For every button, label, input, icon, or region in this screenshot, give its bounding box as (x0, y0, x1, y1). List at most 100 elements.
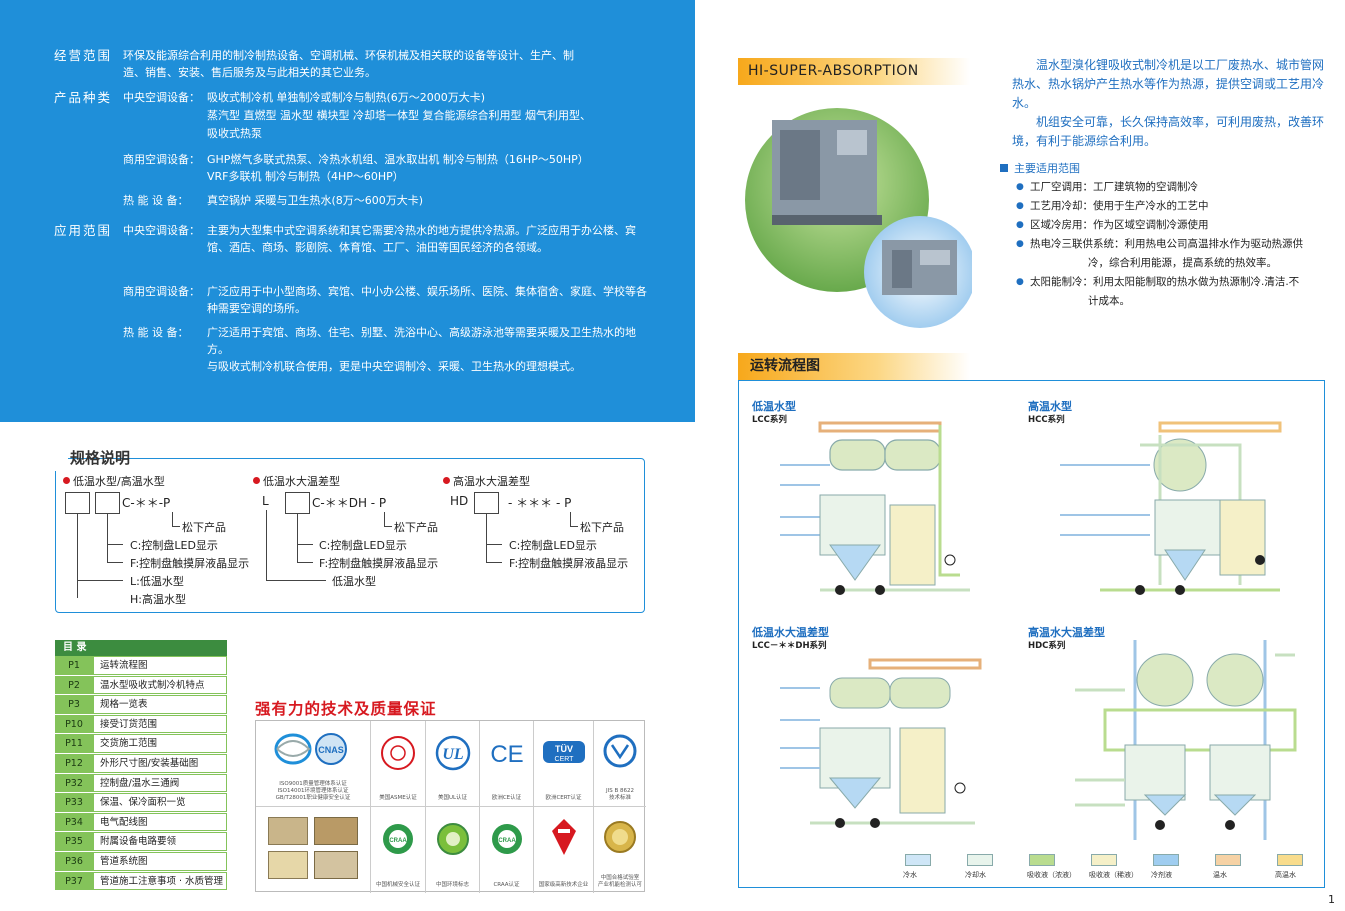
spec-g3-p: 松下产品 (580, 521, 624, 534)
toc-title: 附属设备电路要领 (93, 832, 227, 851)
toc-title: 保温、保冷面积一览 (93, 793, 227, 812)
diagram-4-title: 高温水大温差型 (1028, 626, 1105, 639)
products-label: 产品种类 (54, 90, 113, 105)
asme-stamp-icon (381, 736, 415, 770)
legend-label: 高温水 (1275, 871, 1296, 879)
spec-group-3-title: 高温水大温差型 (443, 473, 530, 489)
legend-swatch (905, 854, 931, 866)
toc-title: 管道系统图 (93, 851, 227, 871)
scope-label: 经营范围 (54, 48, 113, 63)
award-plaque-icon (314, 817, 358, 845)
scope-item-text: 热电冷三联供系统：利用热电公司高温排水作为驱动热源供 (1030, 238, 1303, 250)
lab-seal-icon (604, 821, 636, 853)
tuv-cert-icon: TÜV CERT (543, 741, 585, 763)
svg-text:CNAS: CNAS (318, 745, 344, 755)
diagram-4-subtitle: HDC系列 (1028, 641, 1066, 651)
commercial-label: 商用空调设备： (123, 153, 200, 166)
quality-title: 强有力的技术及质量保证 (255, 700, 437, 718)
cert-craa-safety: CRAA 中国机械安全认证 (371, 807, 426, 893)
toc-page-number: P32 (55, 773, 93, 793)
toc-page-number: P37 (55, 871, 93, 891)
scope-item-continuation: 冷，综合利用能源，提高系统的热效率。 (1088, 257, 1277, 269)
toc-page-number: P1 (55, 656, 93, 675)
spec-title: 规格说明 (70, 449, 131, 467)
scope-item-text: 区域冷房用：作为区域空调制冷源使用 (1030, 219, 1209, 231)
toc-page-number: P33 (55, 793, 93, 812)
flow-diagram-lcc-dh (780, 658, 982, 828)
toc-page-number: P3 (55, 695, 93, 714)
product-photo (742, 90, 976, 330)
certification-grid: CNAS ISO9001质量管理体系认证 ISO14001环境管理体系认证 GB… (255, 720, 646, 893)
legend-label: 吸收液（浓液） (1027, 871, 1076, 879)
spec-g2-l: 低温水型 (332, 575, 376, 588)
craa-badge-icon: CRAA (383, 824, 413, 854)
apps-central-text: 主要为大型集中式空调系统和其它需要冷热水的地方提供冷热源。广泛应用于办公楼、宾馆… (207, 224, 636, 254)
central-line-3: 吸收式热泵 (207, 127, 262, 140)
flow-diagram-hdc (1075, 640, 1297, 840)
heat-line-1: 真空锅炉 采暖与卫生热水(8万～600万大卡) (207, 194, 424, 207)
toc-header: 目 录 (55, 640, 227, 656)
bullet-dot-icon (253, 477, 260, 484)
svg-text:CE: CE (490, 741, 523, 768)
apps-heat-text-2: 与吸收式制冷机联合使用，更是中央空调制冷、采暖、卫生热水的理想模式。 (207, 360, 581, 373)
cert-ul: UL 美国UL认证 (426, 721, 480, 807)
central-label: 中央空调设备： (123, 91, 200, 104)
spec-g2-c: C:控制盘LED显示 (319, 539, 407, 552)
commercial-line-1: GHP燃气多联式热泵、冷热水机组、温水取出机 制冷与制热（16HP～50HP） (207, 153, 589, 166)
scope-item-continuation: 计成本。 (1088, 295, 1130, 307)
diagram-1-title: 低温水型 (752, 400, 796, 413)
central-line-2: 蒸汽型 直燃型 温水型 横块型 冷却塔一体型 复合能源综合利用型 烟气利用型、 (207, 109, 591, 122)
spec-g1-p: 松下产品 (182, 521, 226, 534)
svg-text:CRAA: CRAA (389, 838, 407, 844)
cert-tuv: TÜV CERT 欧洲CERT认证 (534, 721, 594, 807)
legend-swatch (1215, 854, 1241, 866)
legend-label: 冷水 (903, 871, 917, 879)
scope-list: 工厂空调用：工厂建筑物的空调制冷工艺用冷却：使用于生产冷水的工艺中区域冷房用：作… (1016, 178, 1336, 311)
flow-diagram-hcc (1060, 421, 1282, 595)
legend-swatch (1277, 854, 1303, 866)
bullet-dot-icon (443, 477, 450, 484)
apps-label: 应用范围 (54, 223, 113, 238)
svg-text:CERT: CERT (555, 756, 575, 763)
spec-g1-f: F:控制盘触摸屏液晶显示 (130, 557, 250, 570)
craa-badge-icon: CRAA (492, 824, 522, 854)
apps-central-label: 中央空调设备： (123, 224, 200, 237)
business-panel: 经营范围 环保及能源综合利用的制冷制热设备、空调机械、环保机械及相关联的设备等设… (0, 0, 695, 422)
toc-page-number: P35 (55, 832, 93, 851)
spec-g2-cell (285, 492, 310, 514)
page-number: 1 (1328, 893, 1335, 906)
spec-g2-code: C-＊＊DH - P (312, 496, 387, 510)
cert-cnas: CNAS ISO9001质量管理体系认证 ISO14001环境管理体系认证 GB… (256, 721, 371, 807)
jis-mark-icon (603, 734, 637, 768)
spec-g1-l: L:低温水型 (130, 575, 184, 588)
cert-jis: JIS B 8622 技术标准 (594, 721, 646, 807)
spec-g3-f: F:控制盘触摸屏液晶显示 (509, 557, 629, 570)
legend-label: 吸收液（稀液） (1089, 871, 1138, 879)
toc-title: 电气配线图 (93, 812, 227, 832)
cert-hightech: 国家级高新技术企业 (534, 807, 594, 893)
legend-label: 冷剂液 (1151, 871, 1172, 879)
diagram-3-subtitle: LCC－＊＊DH系列 (752, 641, 827, 651)
hightech-emblem-icon (552, 819, 576, 855)
diagram-1-subtitle: LCC系列 (752, 415, 787, 425)
intro-paragraph-1: 温水型溴化锂吸收式制冷机是以工厂废热水、城市管网热水、热水锅炉产生热水等作为热源… (1012, 58, 1325, 110)
legend-label: 冷却水 (965, 871, 986, 879)
scope-text: 环保及能源综合利用的制冷制热设备、空调机械、环保机械及相关联的设备等设计、生产、… (123, 49, 574, 79)
intro-text: 温水型溴化锂吸收式制冷机是以工厂废热水、城市管网热水、热水锅炉产生热水等作为热源… (1012, 56, 1332, 151)
toc-page-number: P2 (55, 675, 93, 695)
spec-group-1-title: 低温水型/高温水型 (63, 473, 165, 489)
legend-swatch (1091, 854, 1117, 866)
toc-page-number: P11 (55, 734, 93, 753)
flow-chart-box (738, 380, 1325, 888)
flow-diagram-lcc (780, 421, 970, 595)
svg-text:CRAA: CRAA (498, 838, 516, 844)
spec-g3-c: C:控制盘LED显示 (509, 539, 597, 552)
cert-awards (256, 807, 371, 893)
